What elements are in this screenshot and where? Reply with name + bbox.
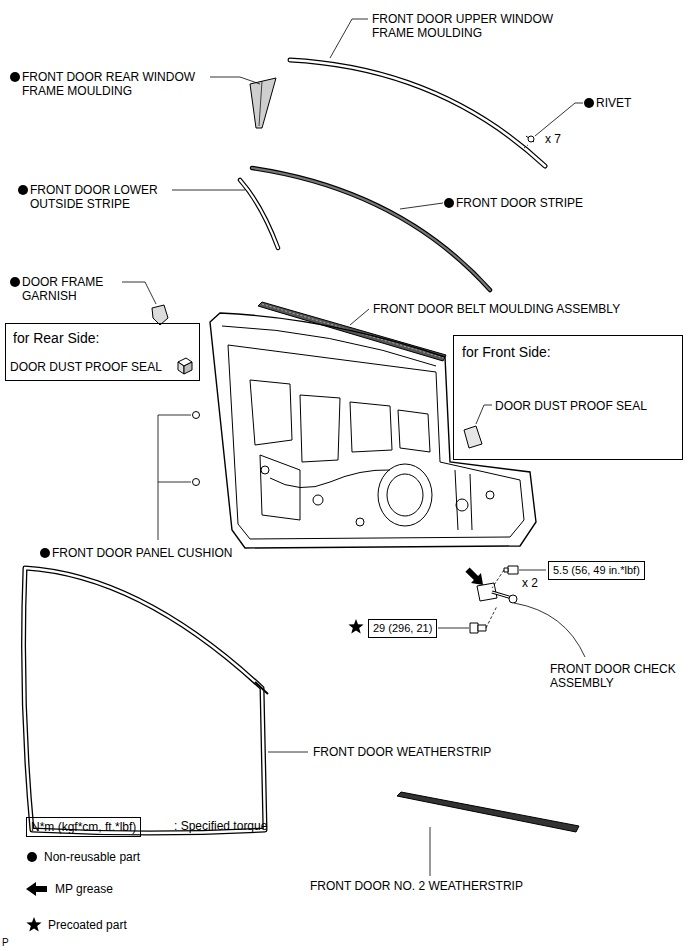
legend-text: MP grease <box>55 882 113 896</box>
lower-stripe <box>240 180 278 248</box>
part-label: RIVET <box>596 96 631 110</box>
box-heading: for Rear Side: <box>13 330 99 347</box>
precoat-star <box>348 619 363 634</box>
part-label: FRONT DOOR STRIPE <box>456 196 583 210</box>
part-label: FRONT DOOR UPPER WINDOW FRAME MOULDING <box>372 12 577 40</box>
note-box: for Rear Side: DOOR DUST PROOF SEAL <box>5 323 200 381</box>
garnish-part <box>152 305 168 325</box>
leader-lines <box>116 19 585 876</box>
rear-moulding <box>250 78 276 128</box>
panel-cushion <box>158 412 200 541</box>
part-label: FRONT DOOR REAR WINDOW FRAME MOULDING <box>22 70 207 98</box>
quantity-label: x 2 <box>522 576 538 590</box>
legend-text: Precoated part <box>48 918 127 932</box>
part-label: FRONT DOOR BELT MOULDING ASSEMBLY <box>373 302 620 316</box>
rivet-symbol <box>524 136 534 148</box>
legend-text: : Specified torque <box>174 819 267 833</box>
weatherstrip <box>24 568 265 833</box>
grease-arrow <box>463 565 488 590</box>
legend-text: Non-reusable part <box>44 850 140 864</box>
page-mark: P <box>2 937 9 949</box>
part-label: FRONT DOOR CHECK ASSEMBLY <box>550 662 685 690</box>
torque-value: 5.5 (56, 49 in.*lbf) <box>553 563 640 578</box>
legend-unit-text: N*m (kgf*cm, ft.*lbf) <box>31 819 136 835</box>
no2-weatherstrip <box>397 792 579 832</box>
part-label: FRONT DOOR PANEL CUSHION <box>52 546 232 560</box>
quantity-label: x 7 <box>545 132 561 146</box>
part-label: FRONT DOOR WEATHERSTRIP <box>313 745 491 759</box>
dust-seal-part <box>178 358 192 374</box>
door-stripe <box>252 168 490 290</box>
non-reusable-dot <box>10 72 594 862</box>
part-label: FRONT DOOR LOWER OUTSIDE STRIPE <box>30 183 170 211</box>
box-heading: for Front Side: <box>462 344 551 361</box>
part-label: DOOR FRAME GARNISH <box>22 275 122 303</box>
legend-star <box>26 917 41 932</box>
torque-box: 5.5 (56, 49 in.*lbf) <box>548 561 645 580</box>
upper-moulding <box>290 60 545 166</box>
torque-box: 29 (296, 21) <box>368 619 437 638</box>
note-box: for Front Side: DOOR DUST PROOF SEAL <box>453 335 683 460</box>
legend-torque-box: N*m (kgf*cm, ft.*lbf) <box>26 817 141 837</box>
dust-seal-part <box>464 405 492 448</box>
legend-grease-arrow <box>26 882 47 896</box>
box-text: DOOR DUST PROOF SEAL <box>10 360 162 375</box>
part-label: FRONT DOOR NO. 2 WEATHERSTRIP <box>310 879 523 893</box>
torque-value: 29 (296, 21) <box>373 621 432 636</box>
box-text: DOOR DUST PROOF SEAL <box>495 399 647 414</box>
